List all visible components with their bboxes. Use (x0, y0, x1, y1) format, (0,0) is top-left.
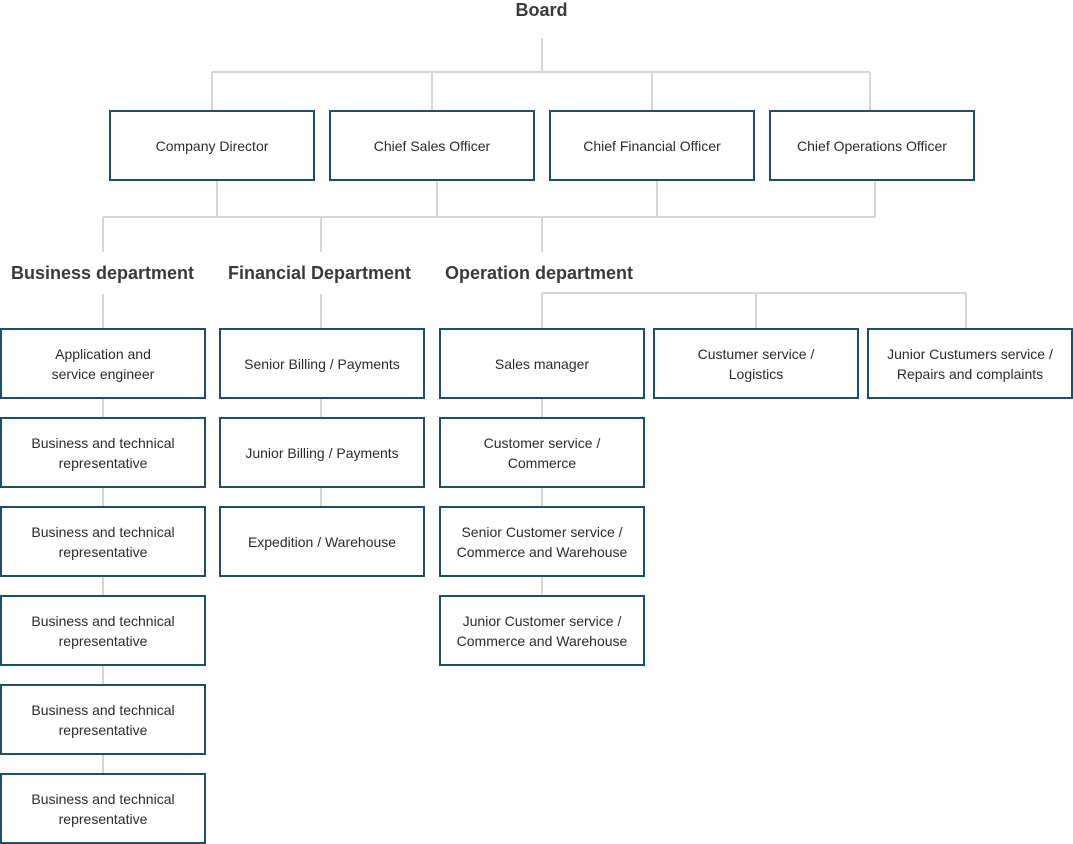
node-label: Sales manager (494, 355, 590, 372)
operation-item: Senior Customer service / Commerce and W… (439, 506, 645, 577)
node-label: Business and technical representative (31, 434, 175, 471)
exec-company-director: Company Director (109, 110, 315, 181)
financial-item: Senior Billing / Payments (219, 328, 425, 399)
exec-label: Chief Operations Officer (797, 137, 947, 154)
exec-label: Chief Sales Officer (373, 137, 491, 154)
node-label: Business and technical representative (31, 790, 175, 827)
node-label: Expedition / Warehouse (247, 533, 397, 550)
operation-item: Junior Customer service / Commerce and W… (439, 595, 645, 666)
business-item: Business and technical representative (0, 773, 206, 844)
board-title: Board (515, 0, 568, 20)
business-department-title: Business department (11, 263, 195, 283)
exec-chief-operations-officer: Chief Operations Officer (769, 110, 975, 181)
node-label: Customer service / Commerce (483, 434, 601, 471)
exec-label: Chief Financial Officer (583, 137, 721, 154)
node-label: Business and technical representative (31, 701, 175, 738)
exec-chief-financial-officer: Chief Financial Officer (549, 110, 755, 181)
exec-chief-sales-officer: Chief Sales Officer (329, 110, 535, 181)
node-label: Senior Billing / Payments (244, 355, 400, 372)
operation-side-item: Custumer service / Logistics (653, 328, 859, 399)
exec-label: Company Director (155, 137, 269, 154)
business-item: Business and technical representative (0, 595, 206, 666)
business-item: Business and technical representative (0, 684, 206, 755)
node-label: Business and technical representative (31, 523, 175, 560)
node-label: Junior Billing / Payments (245, 444, 399, 461)
financial-item: Junior Billing / Payments (219, 417, 425, 488)
node-label: Senior Customer service / Commerce and W… (456, 523, 628, 560)
operation-item: Sales manager (439, 328, 645, 399)
node-label: Business and technical representative (31, 612, 175, 649)
financial-department-title: Financial Department (228, 263, 412, 283)
financial-item: Expedition / Warehouse (219, 506, 425, 577)
business-item: Application and service engineer (0, 328, 206, 399)
operation-item: Customer service / Commerce (439, 417, 645, 488)
node-label: Junior Customer service / Commerce and W… (456, 612, 628, 649)
node-label: Application and service engineer (51, 345, 155, 382)
operation-side-item: Junior Custumers service / Repairs and c… (867, 328, 1073, 399)
operation-department-title: Operation department (445, 263, 634, 283)
business-item: Business and technical representative (0, 417, 206, 488)
node-label: Junior Custumers service / Repairs and c… (887, 345, 1053, 382)
node-label: Custumer service / Logistics (697, 345, 815, 382)
business-item: Business and technical representative (0, 506, 206, 577)
